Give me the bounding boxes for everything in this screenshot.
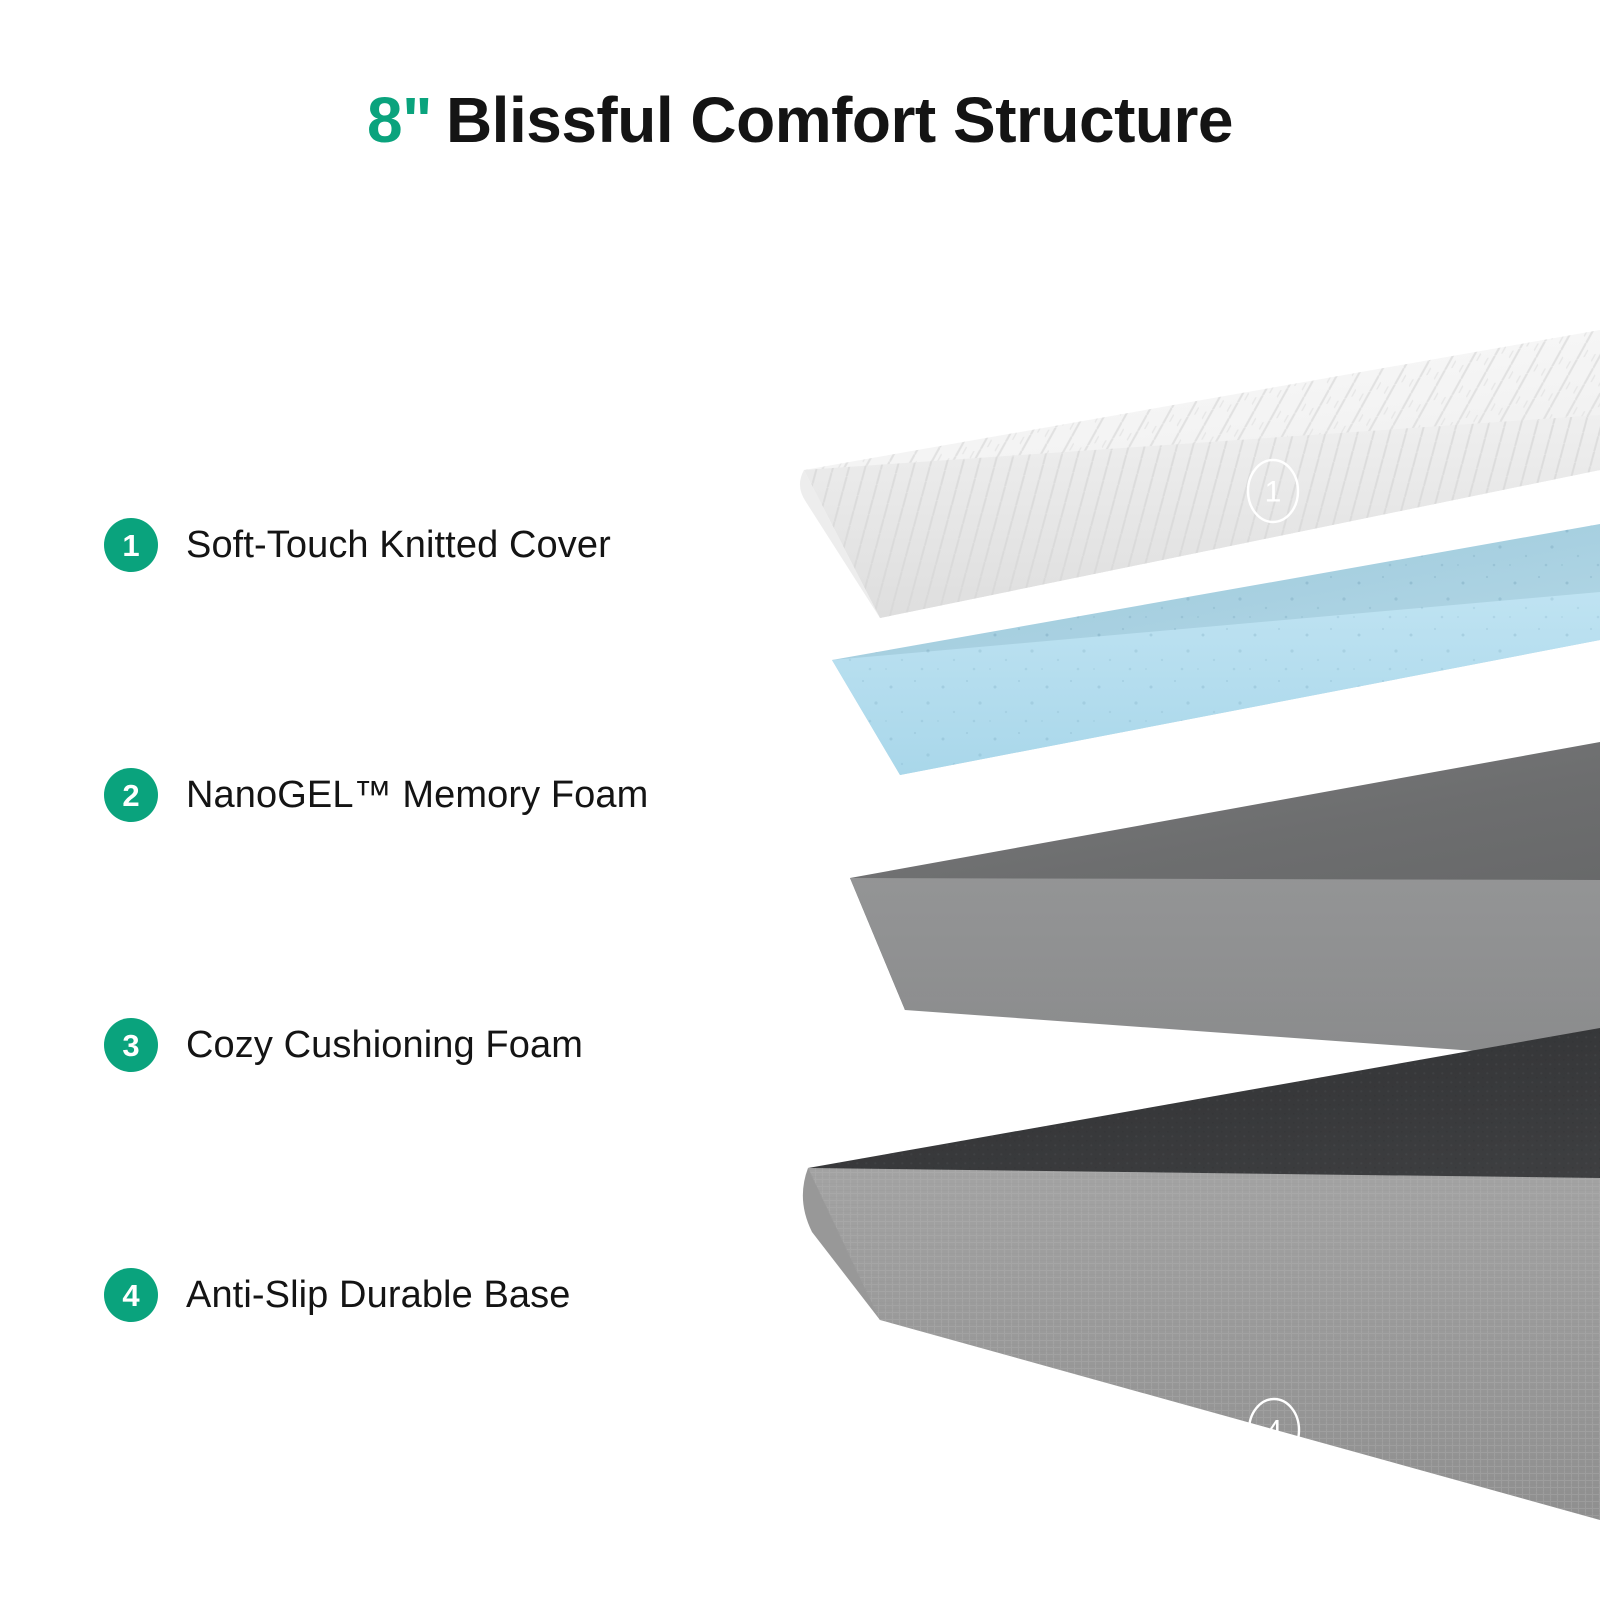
layer-2-top-texture: [832, 524, 1600, 775]
layer-3-top-face: [850, 742, 1600, 1010]
legend-item-2: 2 NanoGEL™ Memory Foam: [104, 670, 804, 920]
layer-1-top-texture: [804, 330, 1600, 618]
layer-3-cushioning-foam: 3: [850, 742, 1600, 1137]
legend-badge-3: 3: [104, 1018, 158, 1072]
layer-4-top-texture: [808, 1028, 1600, 1320]
legend-badge-2: 2: [104, 768, 158, 822]
layer-4-antislip-base: 4: [802, 1028, 1600, 1520]
legend-badge-4: 4: [104, 1268, 158, 1322]
layer-4-badge-number: 4: [1266, 1415, 1283, 1448]
layer-2-side-texture: [832, 592, 1600, 775]
layer-4-top-face: [808, 1028, 1600, 1320]
title-thickness: 8": [367, 84, 432, 156]
layer-4-side-texture: [808, 1168, 1600, 1520]
layer-2-number-badge: 2: [1244, 704, 1298, 770]
layer-1-top-face: [804, 330, 1600, 618]
layer-3-side-face: [850, 878, 1600, 1060]
layer-1-number-badge: 1: [1246, 458, 1300, 524]
layer-1-knitted-cover: 1: [799, 330, 1600, 618]
layer-legend-list: 1 Soft-Touch Knitted Cover 2 NanoGEL™ Me…: [104, 420, 804, 1420]
layer-3-side-shade: [850, 878, 1600, 1060]
layer-3-badge-number: 3: [1264, 1089, 1281, 1122]
page-title: 8"Blissful Comfort Structure: [0, 88, 1600, 152]
legend-item-3: 3 Cozy Cushioning Foam: [104, 920, 804, 1170]
layer-1-side-face: [804, 415, 1600, 618]
layer-2-nanogel-memory-foam: 2: [832, 524, 1600, 775]
legend-label-1: Soft-Touch Knitted Cover: [186, 523, 611, 566]
title-main-text: Blissful Comfort Structure: [445, 84, 1234, 156]
legend-label-4: Anti-Slip Durable Base: [186, 1273, 571, 1316]
legend-label-3: Cozy Cushioning Foam: [186, 1023, 583, 1066]
layer-2-top-face: [832, 524, 1600, 775]
layer-2-badge-number: 2: [1263, 722, 1280, 755]
layer-1-badge-number: 1: [1265, 476, 1282, 509]
layer-2-side-face: [832, 592, 1600, 775]
legend-item-4: 4 Anti-Slip Durable Base: [104, 1170, 804, 1420]
layer-3-number-badge: 3: [1245, 1071, 1299, 1137]
legend-badge-1: 1: [104, 518, 158, 572]
layer-4-corner-round: [802, 1168, 880, 1320]
legend-item-1: 1 Soft-Touch Knitted Cover: [104, 420, 804, 670]
legend-label-2: NanoGEL™ Memory Foam: [186, 773, 649, 816]
layer-1-corner-highlight: [799, 470, 880, 618]
layer-4-side-face: [808, 1168, 1600, 1520]
layer-4-number-badge: 4: [1247, 1397, 1301, 1463]
layer-1-side-texture: [804, 415, 1600, 618]
